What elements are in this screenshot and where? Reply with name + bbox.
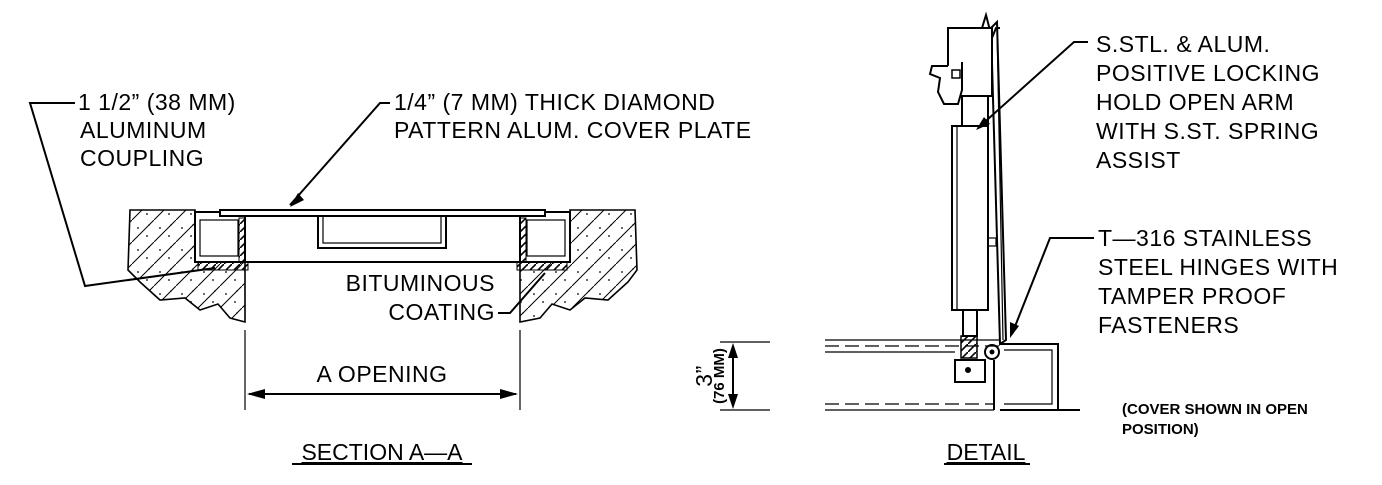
coating-leader <box>498 272 546 314</box>
arm-label-line4: WITH S.ST. SPRING <box>1096 118 1319 144</box>
cover-plate-leader <box>289 102 390 206</box>
section-a-a <box>28 102 638 410</box>
coupling-label-line1: 1 1/2” (38 MM) <box>78 89 236 115</box>
arm-label-line2: POSITIVE LOCKING <box>1096 60 1320 86</box>
detail-title: DETAIL <box>947 439 1026 465</box>
cover-plate-label-line2: PATTERN ALUM. COVER PLATE <box>394 117 752 143</box>
right-coating-side <box>519 217 527 263</box>
hinge-label-line1: T—316 STAINLESS <box>1098 225 1312 251</box>
arm-leader <box>977 41 1088 129</box>
hinge-label-line3: TAMPER PROOF <box>1098 283 1286 309</box>
hinge-label-line4: FASTENERS <box>1098 312 1239 338</box>
open-cover <box>989 19 1008 346</box>
depth-label-line2: (76 MM) <box>711 348 728 404</box>
arm-label-line1: S.STL. & ALUM. <box>1096 31 1270 57</box>
detail-drawing <box>720 11 1094 411</box>
right-frame-inner <box>526 219 566 257</box>
cover-plate-label-line1: 1/4” (7 MM) THICK DIAMOND <box>394 89 715 115</box>
coupling-label-line3: COUPLING <box>80 145 204 171</box>
section-title: SECTION A—A <box>301 439 463 465</box>
detail-frame <box>1000 343 1059 411</box>
arm-label-line3: HOLD OPEN ARM <box>1096 89 1294 115</box>
coating-label-line1: BITUMINOUS <box>346 270 495 296</box>
coupling-label-line2: ALUMINUM <box>80 117 207 143</box>
hinge-label-line2: STEEL HINGES WITH <box>1098 254 1338 280</box>
opening-label: A OPENING <box>316 361 447 387</box>
arm-label-line5: ASSIST <box>1096 147 1181 173</box>
coating-label-line2: COATING <box>388 299 495 325</box>
hinge-leader <box>1011 237 1094 335</box>
spring-assist <box>960 335 978 359</box>
note-line2: POSITION) <box>1122 421 1199 438</box>
right-coating <box>516 261 568 271</box>
coupling-leader <box>28 102 216 288</box>
depth-label-line1: 3” <box>691 365 717 386</box>
left-coating <box>197 261 249 271</box>
left-frame-inner <box>199 219 239 257</box>
note-line1: (COVER SHOWN IN OPEN <box>1122 401 1308 418</box>
latch-hook <box>928 62 963 105</box>
hold-open-arm <box>951 125 989 311</box>
left-coating-side <box>238 217 246 263</box>
